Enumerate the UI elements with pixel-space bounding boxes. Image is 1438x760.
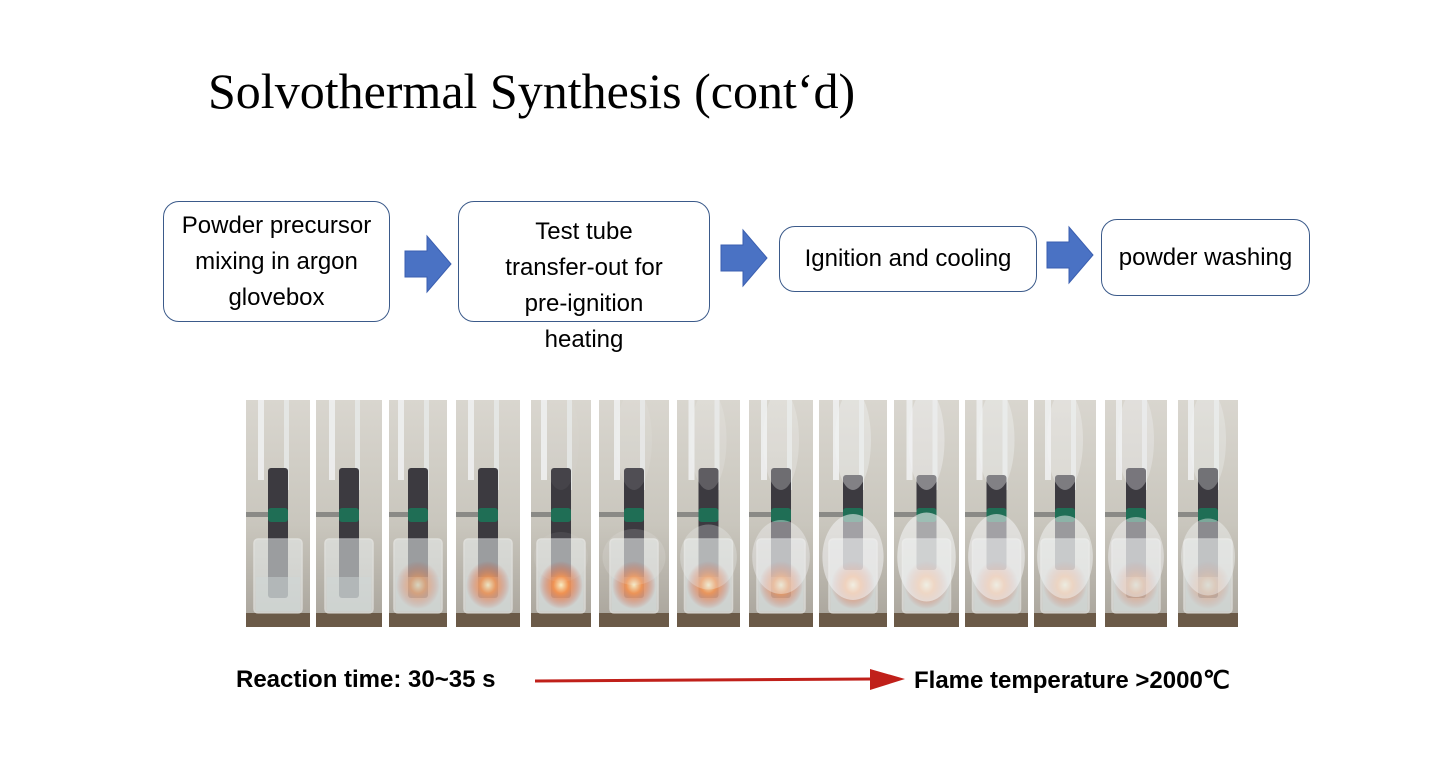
step-test-tube-transfer: Test tube transfer-out for pre-ignition … (458, 201, 710, 353)
flow-arrow-right-icon (404, 234, 452, 294)
reaction-photo-frame (246, 400, 310, 627)
step-precursor-mixing: Powder precursor mixing in argon glovebo… (163, 201, 390, 322)
reaction-photo-frame (1178, 400, 1238, 627)
reaction-photo-frame (456, 400, 520, 627)
step-powder-washing: powder washing (1101, 219, 1310, 296)
reaction-photo-frame (1034, 400, 1096, 627)
reaction-photo-frame (389, 400, 447, 627)
reaction-photo-frame (819, 400, 887, 627)
reaction-photo-frame (677, 400, 740, 627)
reaction-photo-frame (894, 400, 959, 627)
reaction-photo-frame (599, 400, 669, 627)
step-label: Ignition and cooling (804, 245, 1012, 272)
step-label: Powder precursor mixing in argon glovebo… (181, 211, 372, 311)
reaction-photo-frame (531, 400, 591, 627)
step-ignition-cooling: Ignition and cooling (779, 226, 1037, 292)
flame-temperature-caption: Flame temperature >2000℃ (914, 667, 1230, 694)
flow-arrow-right-icon (720, 228, 768, 288)
reaction-photo-frame (1105, 400, 1167, 627)
flow-arrow-right-icon (1046, 225, 1094, 285)
reaction-photo-frame (749, 400, 813, 627)
reaction-photo-frame (965, 400, 1028, 627)
time-arrow-icon (534, 669, 905, 690)
step-label: Test tube transfer-out for pre-ignition … (505, 218, 663, 353)
reaction-photo-frame (316, 400, 382, 627)
reaction-time-caption: Reaction time: 30~35 s (236, 666, 496, 693)
step-label: powder washing (1118, 243, 1293, 271)
slide-title: Solvothermal Synthesis (cont‘d) (208, 63, 856, 119)
